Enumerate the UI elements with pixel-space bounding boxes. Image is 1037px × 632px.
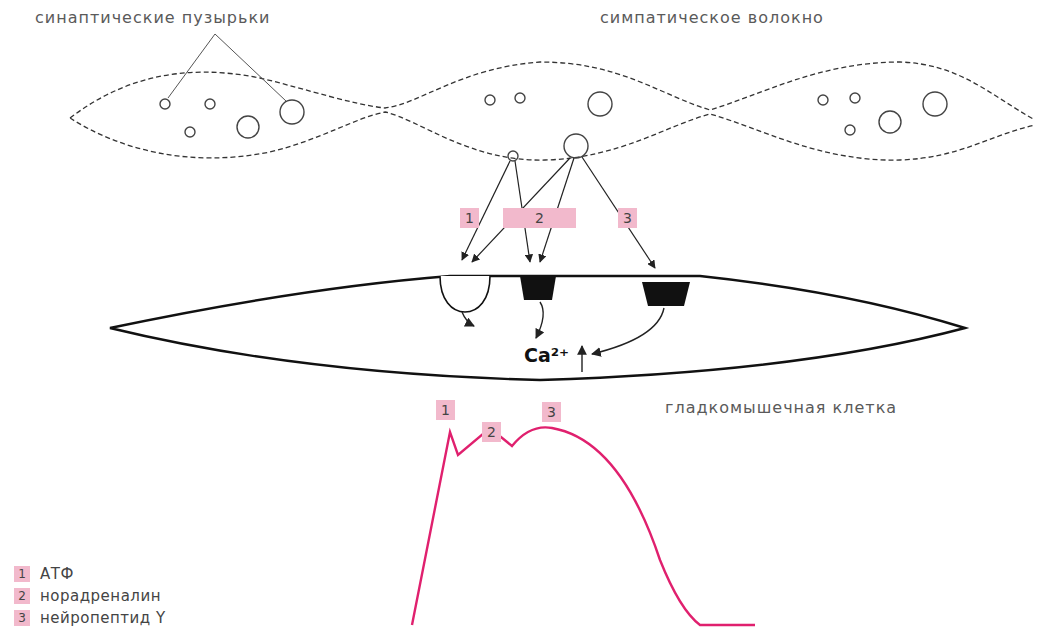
leader-lines xyxy=(168,34,286,101)
caption-label: гладкомышечная клетка xyxy=(665,398,897,417)
smooth-muscle-cell xyxy=(110,276,965,380)
response-curve xyxy=(412,427,755,625)
legend-text: АТФ xyxy=(40,565,74,583)
caption-label: синаптические пузырьки xyxy=(35,8,270,27)
legend-number: 1 xyxy=(14,566,30,582)
receptor-npy xyxy=(642,282,690,306)
legend-number: 2 xyxy=(14,588,30,604)
callout-number: 3 xyxy=(618,208,637,228)
legend-swatch: 2 xyxy=(14,588,30,604)
receptor-atp xyxy=(440,276,490,312)
signal-arrows xyxy=(462,302,664,372)
callout-number: 1 xyxy=(436,400,455,420)
legend-number: 3 xyxy=(14,610,30,626)
callout-number: 2 xyxy=(482,422,501,442)
legend-text: нейропептид Y xyxy=(40,609,166,627)
caption-label: симпатическое волокно xyxy=(600,8,824,27)
receptor-noradrenaline xyxy=(520,276,556,300)
ion-label: Ca²⁺ xyxy=(522,344,571,366)
legend-text: норадреналин xyxy=(40,587,161,605)
callout-number: 1 xyxy=(460,208,479,228)
synaptic-vesicles xyxy=(160,92,947,161)
callout-number: 2 xyxy=(503,208,576,228)
release-arrows xyxy=(462,157,655,268)
legend-swatch: 3 xyxy=(14,610,30,626)
legend-swatch: 1 xyxy=(14,566,30,582)
callout-number: 3 xyxy=(542,402,561,422)
sympathetic-fiber xyxy=(70,62,1035,160)
